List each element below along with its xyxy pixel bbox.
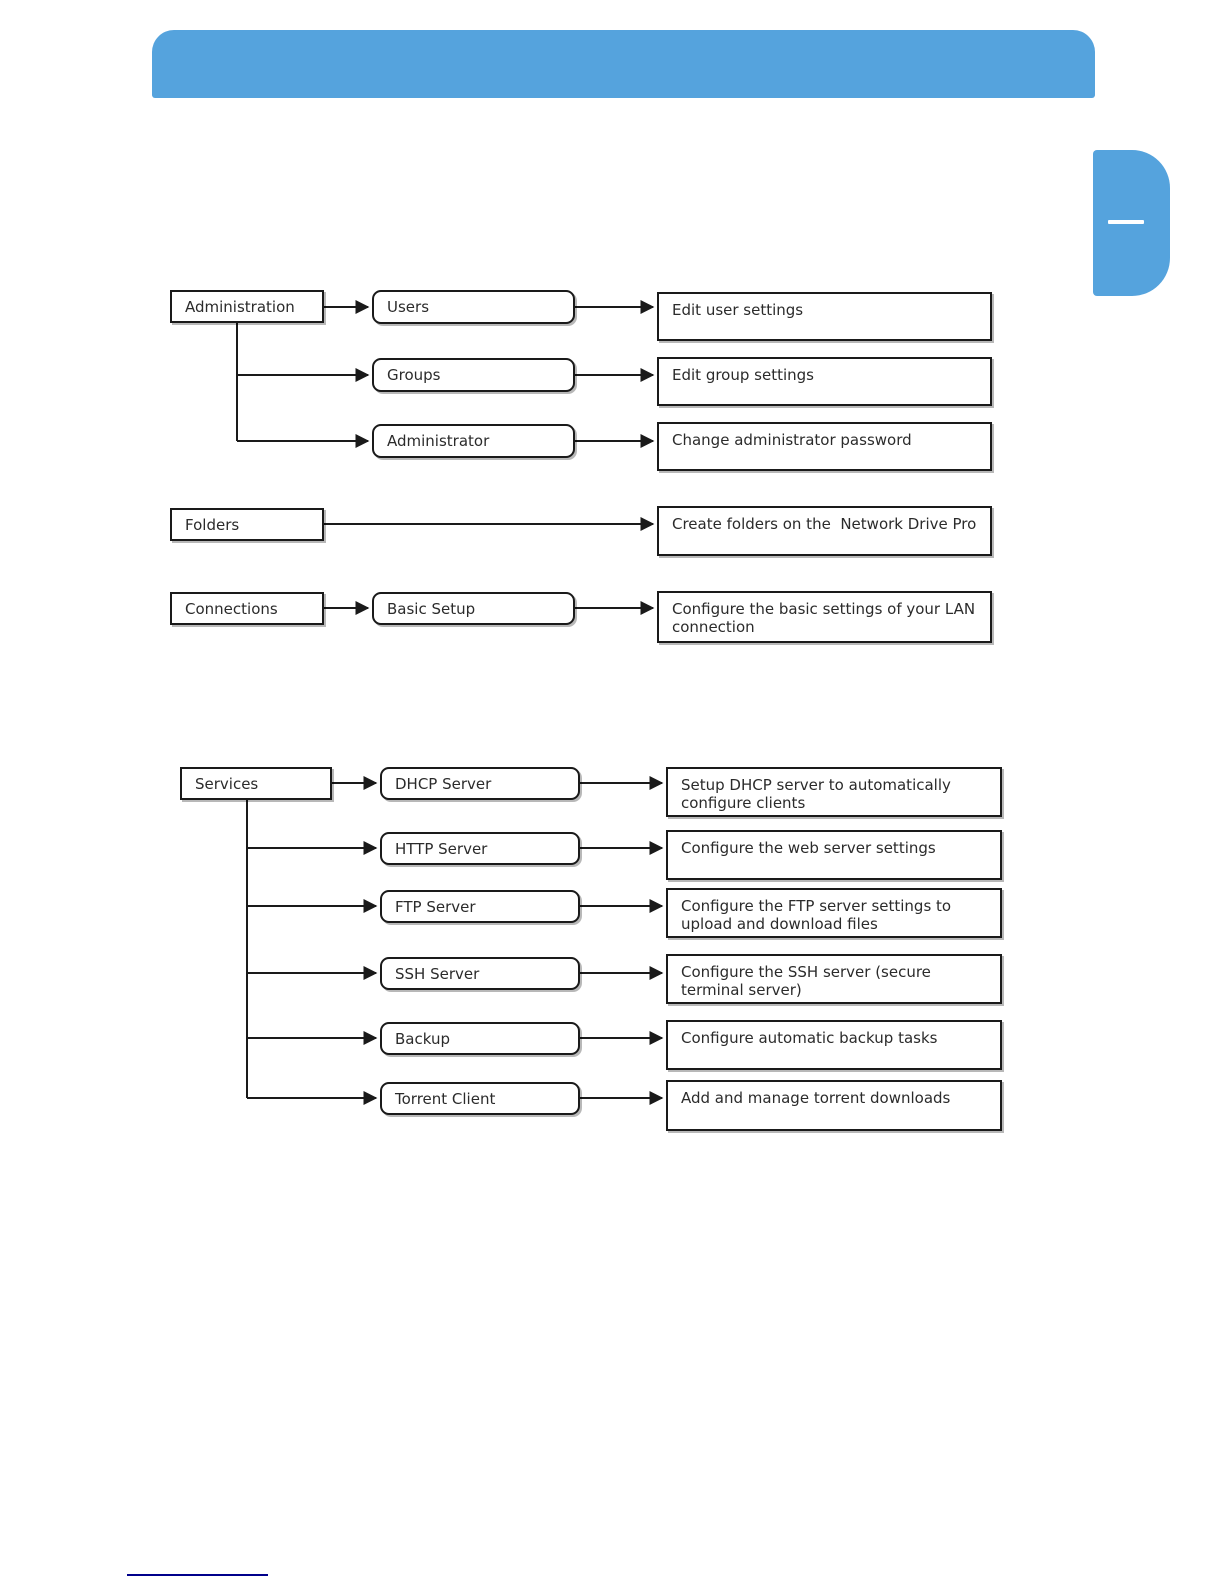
root-connections: Connections (170, 592, 324, 625)
desc-edit-user-settings: Edit user settings (657, 292, 992, 341)
desc-torrent-client: Add and manage torrent downloads (666, 1080, 1002, 1131)
root-folders: Folders (170, 508, 324, 541)
desc-ftp-server: Configure the FTP server settings to upl… (666, 888, 1002, 938)
menu-administrator: Administrator (372, 424, 575, 458)
root-services: Services (180, 767, 332, 800)
menu-basic-setup: Basic Setup (372, 592, 575, 625)
menu-groups: Groups (372, 358, 575, 392)
menu-users: Users (372, 290, 575, 324)
desc-dhcp-server: Setup DHCP server to automatically confi… (666, 767, 1002, 817)
menu-torrent-client: Torrent Client (380, 1082, 580, 1115)
desc-basic-setup: Configure the basic settings of your LAN… (657, 591, 992, 643)
desc-http-server: Configure the web server settings (666, 830, 1002, 880)
desc-edit-group-settings: Edit group settings (657, 357, 992, 406)
menu-http-server: HTTP Server (380, 832, 580, 865)
footnote-rule (127, 1574, 268, 1576)
header-bar (152, 30, 1095, 98)
minus-icon (1108, 220, 1144, 224)
desc-backup: Configure automatic backup tasks (666, 1020, 1002, 1070)
menu-dhcp-server: DHCP Server (380, 767, 580, 800)
root-administration: Administration (170, 290, 324, 323)
menu-ftp-server: FTP Server (380, 890, 580, 923)
menu-backup: Backup (380, 1022, 580, 1055)
menu-ssh-server: SSH Server (380, 957, 580, 990)
desc-change-administrator-password: Change administrator password (657, 422, 992, 471)
desc-create-folders: Create folders on the Network Drive Pro (657, 506, 992, 556)
desc-ssh-server: Configure the SSH server (secure termina… (666, 954, 1002, 1004)
side-tab[interactable] (1093, 150, 1170, 296)
